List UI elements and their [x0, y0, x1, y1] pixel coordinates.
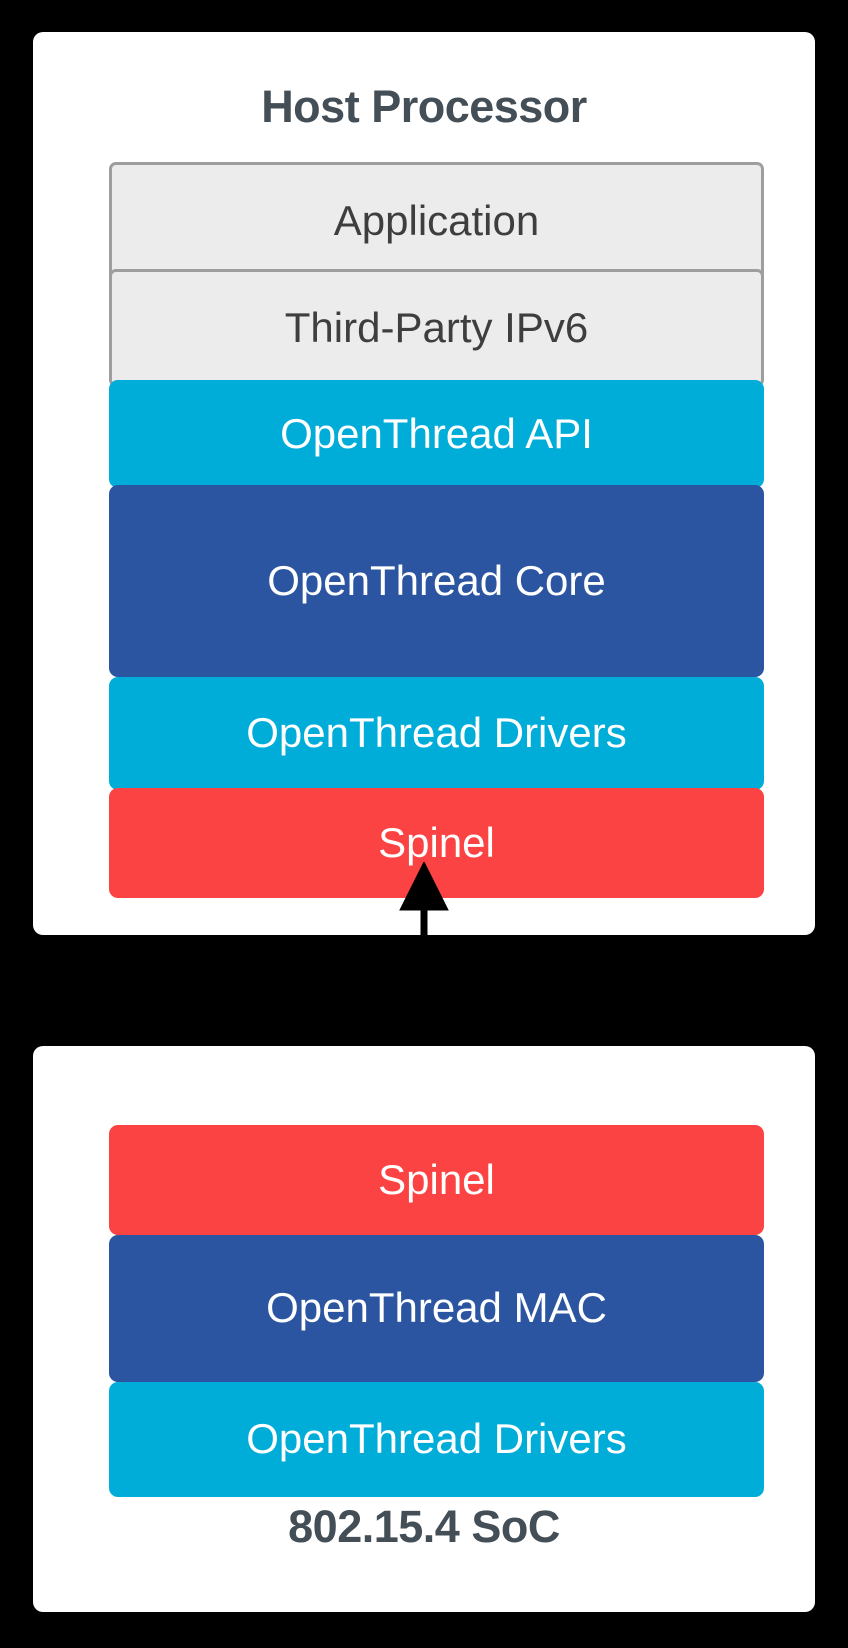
layer-spinel-host-label: Spinel [378, 818, 495, 866]
soc-title: 802.15.4 SoC [288, 1501, 560, 1552]
layer-openthread-mac-label: OpenThread MAC [266, 1284, 607, 1332]
layer-spinel-soc-label: Spinel [378, 1155, 495, 1203]
host-processor-title: Host Processor [261, 81, 587, 132]
layer-third-party-ipv6[interactable]: Third-Party IPv6 [109, 269, 764, 387]
layer-openthread-api[interactable]: OpenThread API [109, 380, 764, 488]
layer-third-party-ipv6-label: Third-Party IPv6 [284, 303, 589, 351]
host-processor-card: Host Processor Application Third-Party I… [33, 32, 815, 935]
layer-openthread-core[interactable]: OpenThread Core [109, 485, 764, 677]
layer-openthread-mac[interactable]: OpenThread MAC [109, 1235, 764, 1382]
layer-application[interactable]: Application [109, 162, 764, 280]
layer-openthread-drivers-soc-label: OpenThread Drivers [246, 1415, 627, 1463]
layer-openthread-drivers-host-label: OpenThread Drivers [246, 709, 627, 757]
layer-openthread-drivers-host[interactable]: OpenThread Drivers [109, 677, 764, 790]
layer-openthread-core-label: OpenThread Core [267, 556, 606, 604]
layer-openthread-drivers-soc[interactable]: OpenThread Drivers [109, 1382, 764, 1497]
layer-spinel-soc[interactable]: Spinel [109, 1125, 764, 1235]
layer-openthread-api-label: OpenThread API [280, 409, 593, 457]
layer-spinel-host[interactable]: Spinel [109, 788, 764, 898]
soc-card: Spinel OpenThread MAC OpenThread Drivers… [33, 1046, 815, 1612]
layer-application-label: Application [333, 196, 540, 244]
